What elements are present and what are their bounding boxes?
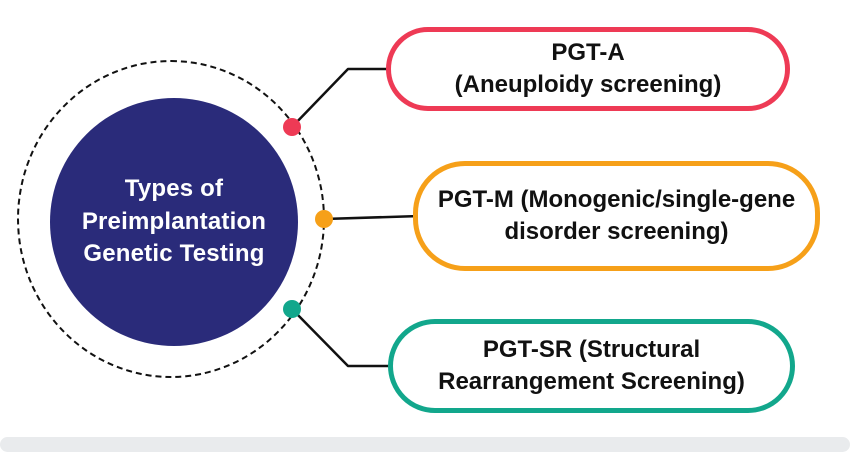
horizontal-scrollbar-track[interactable] <box>0 437 850 452</box>
connector-line-pgt-m <box>323 214 421 221</box>
node-pgt-m-label: PGT-M (Monogenic/single-gene disorder sc… <box>438 184 795 249</box>
node-label-line: PGT-SR (Structural <box>482 335 701 363</box>
connector-dot-pgt-m <box>315 210 333 228</box>
node-label-line: PGT-A <box>551 38 625 66</box>
connector-line-pgt-sr <box>291 308 394 368</box>
node-pgt-a: PGT-A (Aneuploidy screening) <box>386 27 790 111</box>
node-pgt-a-label: PGT-A (Aneuploidy screening) <box>455 37 722 102</box>
node-pgt-sr-label: PGT-SR (Structural Rearrangement Screeni… <box>438 334 745 399</box>
center-title-line: Types of <box>124 175 224 203</box>
node-label-line: Rearrangement Screening) <box>438 368 745 395</box>
center-title-line: Preimplantation <box>81 207 267 235</box>
center-circle: Types of Preimplantation Genetic Testing <box>50 98 298 346</box>
node-pgt-m: PGT-M (Monogenic/single-gene disorder sc… <box>413 161 820 271</box>
node-label-line: PGT-M (Monogenic/single-gene <box>437 185 796 213</box>
node-pgt-sr: PGT-SR (Structural Rearrangement Screeni… <box>388 319 795 413</box>
node-label-line: (Aneuploidy screening) <box>454 71 722 98</box>
center-title: Types of Preimplantation Genetic Testing <box>82 173 266 270</box>
center-title-line: Genetic Testing <box>83 240 265 268</box>
connector-dot-pgt-sr <box>283 300 301 318</box>
node-label-line: disorder screening) <box>504 218 729 245</box>
connector-dot-pgt-a <box>283 118 301 136</box>
connector-line-pgt-a <box>291 67 394 128</box>
